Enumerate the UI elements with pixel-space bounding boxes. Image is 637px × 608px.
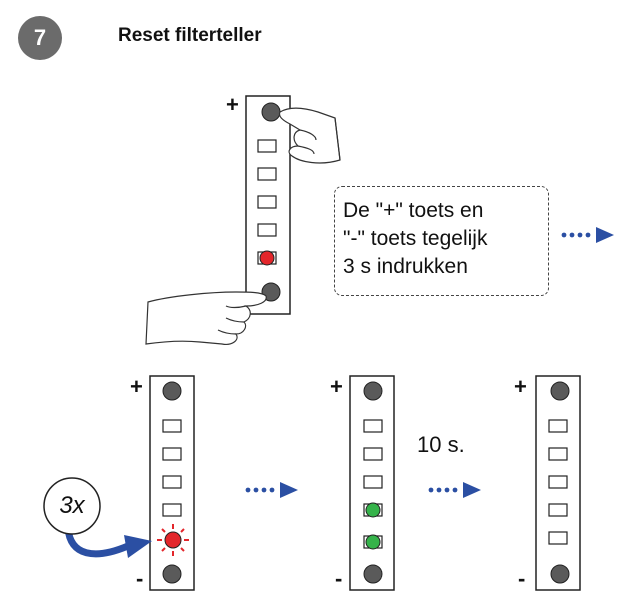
repeat-circle xyxy=(43,477,101,535)
control-panel-3 xyxy=(535,375,581,591)
blink-rays xyxy=(157,524,189,556)
led-green xyxy=(365,534,381,550)
repeat-label: 3x xyxy=(59,492,85,519)
minus-label: - xyxy=(136,566,144,591)
hand-pressing-minus-icon xyxy=(145,291,267,345)
led-3 xyxy=(257,195,277,209)
instruction-line: De "+" toets en xyxy=(343,199,484,222)
minus-button xyxy=(363,564,383,584)
step-title: Reset filterteller xyxy=(118,25,262,46)
wait-label: 10 s. xyxy=(417,432,465,457)
instruction-line: 3 s indrukken xyxy=(343,255,468,278)
led-1 xyxy=(257,139,277,153)
dotted-arrow-icon xyxy=(561,227,614,243)
control-panel-1 xyxy=(149,375,195,591)
led-4 xyxy=(257,223,277,237)
led-red-blinking xyxy=(164,531,182,549)
minus-button xyxy=(162,564,182,584)
plus-label: + xyxy=(130,374,143,399)
plus-label: + xyxy=(514,374,527,399)
step-number: 7 xyxy=(33,25,47,50)
minus-label: - xyxy=(335,566,343,591)
control-panel-top xyxy=(245,95,291,315)
hand-pressing-plus-icon xyxy=(278,107,341,164)
plus-button xyxy=(162,381,182,401)
plus-label: + xyxy=(226,92,239,117)
dotted-arrow-icon xyxy=(245,482,298,498)
instruction-box: De "+" toets en "-" toets tegelijk 3 s i… xyxy=(334,186,549,296)
led-green xyxy=(365,502,381,518)
plus-button xyxy=(261,102,281,122)
dotted-arrow-icon xyxy=(428,482,481,498)
instruction-line: "-" toets tegelijk xyxy=(343,227,488,250)
control-panel-2 xyxy=(349,375,395,591)
curved-arrow-icon xyxy=(64,524,132,558)
plus-button xyxy=(550,381,570,401)
plus-label: + xyxy=(330,374,343,399)
minus-button xyxy=(550,564,570,584)
led-2 xyxy=(257,167,277,181)
plus-button xyxy=(363,381,383,401)
led-red xyxy=(259,250,275,266)
step-number-badge: 7 xyxy=(18,16,62,60)
minus-label: - xyxy=(518,566,526,591)
